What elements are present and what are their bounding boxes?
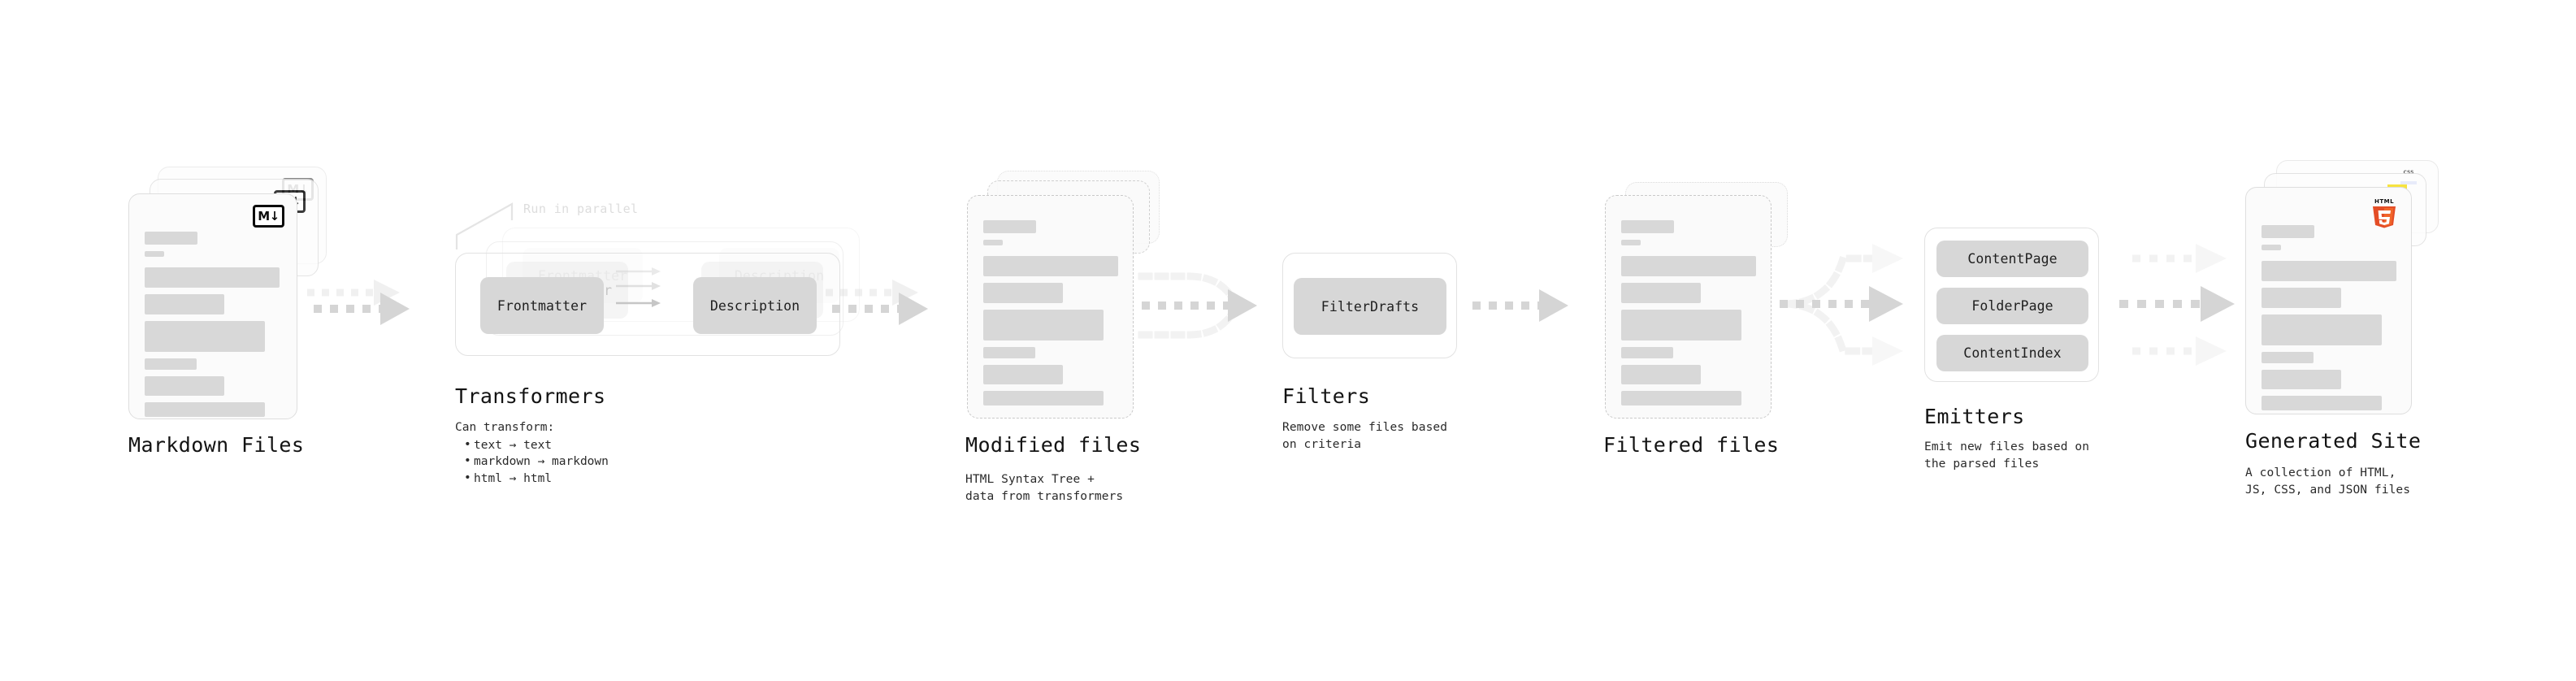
transformer-panel: Frontmatter Description (455, 253, 840, 356)
content-bar (983, 220, 1036, 233)
emitters-panel: ContentPage FolderPage ContentIndex (1924, 228, 2099, 382)
markdown-file-card: M↓ (128, 193, 297, 419)
content-bar (145, 267, 280, 288)
content-bar (145, 294, 224, 314)
stage-subtitle-filters: Remove some files based on criteria (1282, 421, 1448, 451)
content-bar (2262, 225, 2314, 238)
stage-title-markdown-files: Markdown Files (128, 433, 305, 457)
flow-arrow-filters-to-filtered (1472, 289, 1568, 322)
parallel-note: Run in parallel (523, 202, 639, 216)
content-bar (145, 376, 224, 396)
content-bar (2262, 370, 2341, 389)
content-bar (1621, 240, 1641, 245)
stage-title-filters: Filters (1282, 384, 1371, 408)
content-bar (145, 358, 197, 370)
flow-arrow-filtered-to-emitters (1780, 244, 1903, 366)
markdown-file-content (145, 232, 283, 423)
stage-subtitle-generated-site: A collection of HTML, JS, CSS, and JSON … (2245, 466, 2411, 497)
content-bar (145, 251, 164, 257)
content-bar (2262, 288, 2341, 308)
emitter-pill-folderpage[interactable]: FolderPage (1936, 288, 2088, 324)
content-bar (983, 256, 1118, 276)
markdown-icon: M↓ (253, 205, 284, 228)
content-bar (2262, 314, 2382, 345)
emitter-pill-contentpage[interactable]: ContentPage (1936, 241, 2088, 277)
filtered-file-content (1621, 220, 1757, 412)
content-bar (145, 232, 197, 245)
filters-panel: FilterDrafts (1282, 253, 1457, 358)
flow-arrow-transformers-to-modified (826, 280, 928, 325)
emitter-pill-contentindex[interactable]: ContentIndex (1936, 335, 2088, 371)
content-bar (983, 391, 1104, 406)
content-bar (145, 321, 265, 352)
filter-pill-filterdrafts[interactable]: FilterDrafts (1294, 278, 1446, 335)
transformer-pill-frontmatter[interactable]: Frontmatter (480, 277, 604, 334)
filtered-file-card (1605, 195, 1772, 419)
modified-file-card (967, 195, 1134, 419)
transformer-inner-arrows (616, 267, 661, 307)
content-bar (2262, 261, 2396, 281)
content-bar (1621, 310, 1741, 340)
stage-title-modified-files: Modified files (965, 433, 1142, 457)
stage-title-generated-site: Generated Site (2245, 429, 2422, 453)
flow-arrow-modified-to-filters (1138, 272, 1257, 339)
site-file-content (2262, 225, 2397, 417)
transformers-description: Can transform: text → text markdown → ma… (455, 419, 609, 487)
site-file-card-html: HTML (2245, 187, 2412, 414)
content-bar (983, 283, 1063, 303)
stage-title-filtered-files: Filtered files (1603, 433, 1780, 457)
flow-arrow-emitters-to-site (2119, 244, 2235, 366)
list-item: text → text (464, 436, 609, 454)
stage-title-transformers: Transformers (455, 384, 606, 408)
svg-text:HTML: HTML (2374, 198, 2394, 205)
list-item: html → html (464, 470, 609, 488)
modified-file-content (983, 220, 1119, 412)
parallel-callout-line (455, 202, 514, 249)
content-bar (983, 365, 1063, 384)
content-bar (2262, 352, 2314, 363)
stage-subtitle-emitters: Emit new files based on the parsed files (1924, 440, 2090, 471)
content-bar (2262, 396, 2382, 410)
content-bar (983, 240, 1003, 245)
content-bar (1621, 347, 1673, 358)
content-bar (983, 310, 1104, 340)
content-bar (1621, 365, 1701, 384)
html5-icon: HTML (2370, 197, 2398, 229)
content-bar (2262, 245, 2281, 250)
content-bar (983, 347, 1035, 358)
content-bar (1621, 256, 1756, 276)
content-bar (1621, 220, 1674, 233)
transformers-lead: Can transform: (455, 421, 555, 434)
stage-subtitle-modified-files: HTML Syntax Tree + data from transformer… (965, 473, 1124, 503)
transformer-pill-description[interactable]: Description (693, 277, 817, 334)
list-item: markdown → markdown (464, 453, 609, 471)
flow-arrow-markdown-to-transformers (307, 280, 410, 325)
content-bar (1621, 391, 1741, 406)
transformers-bullet-list: text → text markdown → markdown html → h… (455, 436, 609, 488)
content-bar (145, 402, 265, 417)
stage-title-emitters: Emitters (1924, 405, 2025, 428)
content-bar (1621, 283, 1701, 303)
